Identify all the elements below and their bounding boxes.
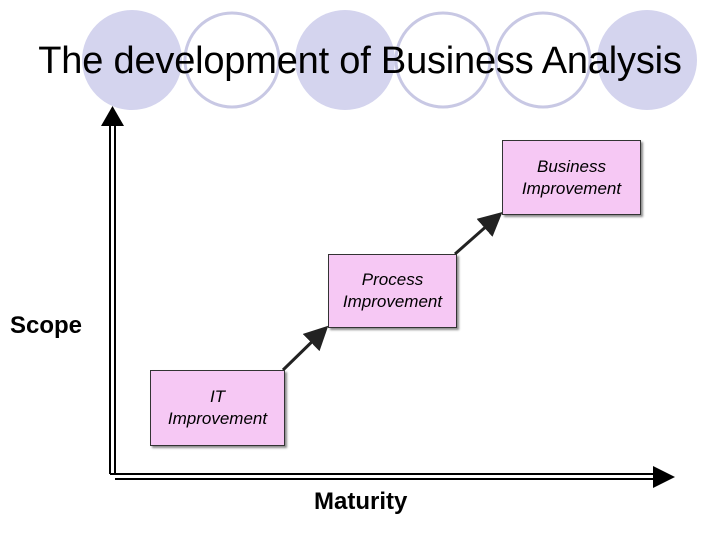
decor-circle-filled bbox=[597, 10, 697, 110]
connector-arrow bbox=[454, 212, 503, 256]
stage-label-line2: Improvement bbox=[521, 178, 622, 198]
stage-label-line1: IT bbox=[209, 387, 226, 406]
y-axis-arrow-icon bbox=[101, 106, 124, 126]
decor-circle-ring bbox=[183, 11, 281, 109]
title-decoration bbox=[82, 10, 697, 110]
decor-circle-filled bbox=[295, 10, 395, 110]
decor-circle-filled bbox=[82, 10, 182, 110]
stage-box-it-improvement: IT Improvement bbox=[150, 370, 285, 446]
y-axis-label: Scope bbox=[10, 312, 83, 339]
connector-arrow bbox=[281, 325, 329, 372]
slide-title: The development of Business Analysis bbox=[38, 40, 682, 82]
stage-label-line1: Process bbox=[361, 270, 424, 289]
x-axis-arrow-icon bbox=[653, 466, 675, 488]
stage-label-line2: Improvement bbox=[342, 292, 443, 311]
x-axis-label: Maturity bbox=[314, 488, 408, 515]
decor-circle-ring bbox=[494, 11, 592, 109]
stage-label-line1: Business bbox=[537, 156, 606, 176]
x-axis bbox=[110, 466, 675, 488]
stage-label-line2: Improvement bbox=[167, 409, 268, 428]
stage-box-business-improvement: Business Improvement bbox=[502, 140, 641, 215]
stage-box-process-improvement: Process Improvement bbox=[328, 254, 457, 328]
y-axis bbox=[101, 106, 124, 474]
decor-circle-ring bbox=[394, 11, 492, 109]
